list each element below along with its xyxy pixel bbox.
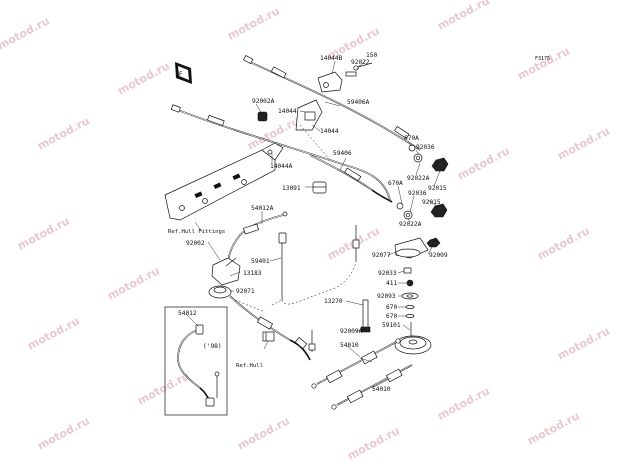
part-label-92009A[interactable]: 92009A <box>340 328 363 335</box>
part-label-13183[interactable]: 13183 <box>243 270 262 277</box>
figure-code: F3175 <box>535 56 550 62</box>
watermark: motod.ru <box>25 314 82 352</box>
watermark: motod.ru <box>15 214 72 252</box>
watermark: motod.ru <box>525 409 582 447</box>
pulley-59101[interactable] <box>394 322 432 355</box>
part-label-92022A[interactable]: 92022A <box>399 221 422 228</box>
watermark: motod.ru <box>135 369 192 407</box>
part-label-59406A[interactable]: 59406A <box>347 99 370 106</box>
watermark: motod.ru <box>225 4 282 42</box>
part-label-59101[interactable]: 59101 <box>382 322 401 329</box>
part-label-92033[interactable]: 92033 <box>378 270 397 277</box>
part-label-13270[interactable]: 13270 <box>324 298 343 305</box>
watermark: motod.ru <box>105 264 162 302</box>
part-label-670[interactable]: 670 <box>386 313 397 320</box>
part-label-411[interactable]: 411 <box>386 280 397 287</box>
cable-59406[interactable] <box>309 154 393 203</box>
part-label-14044A[interactable]: 14044A <box>270 163 293 170</box>
nut-washer-set-top[interactable] <box>408 144 449 172</box>
part-label-59401[interactable]: 59401 <box>251 258 270 265</box>
part-label-54010[interactable]: 54010 <box>372 386 391 393</box>
inset-54012-1998 <box>164 306 228 416</box>
washer-stack[interactable] <box>401 267 419 318</box>
part-label-54010[interactable]: 54010 <box>340 342 359 349</box>
part-label-92002[interactable]: 92002 <box>186 240 205 247</box>
cable-59406A[interactable] <box>243 54 421 151</box>
watermark: motod.ru <box>515 44 572 82</box>
part-label-54012A[interactable]: 54012A <box>251 205 274 212</box>
boat-front-arrow-icon: F <box>175 62 192 84</box>
cable-54010-lower[interactable] <box>331 364 413 410</box>
hull-block <box>262 331 275 342</box>
cable-upper-left[interactable] <box>170 104 391 201</box>
part-label-92036[interactable]: 92036 <box>408 190 427 197</box>
watermark: motod.ru <box>235 414 292 452</box>
watermark: motod.ru <box>35 414 92 452</box>
clamp-13091[interactable] <box>312 181 327 194</box>
part-label-92077[interactable]: 92077 <box>372 252 391 259</box>
part-label-92071[interactable]: 92071 <box>236 288 255 295</box>
ref-label-hull: Ref.Hull <box>236 363 263 369</box>
watermark: motod.ru <box>345 424 402 462</box>
watermark: motod.ru <box>555 324 612 362</box>
watermark-layer: motod.ru motod.ru motod.ru motod.ru moto… <box>0 0 612 463</box>
clip-92002A[interactable] <box>257 111 268 122</box>
hull-fittings-plate[interactable] <box>164 142 284 221</box>
nut-92009[interactable] <box>426 237 441 248</box>
cable-59401[interactable] <box>278 225 360 305</box>
watermark: motod.ru <box>435 384 492 422</box>
part-label-54012[interactable]: 54012 <box>178 310 197 317</box>
part-label-13091[interactable]: 13091 <box>282 185 301 192</box>
bolt-13270[interactable] <box>360 299 371 333</box>
part-label-670[interactable]: 670 <box>386 304 397 311</box>
part-label-670A[interactable]: 670A <box>404 135 419 142</box>
part-label-92036[interactable]: 92036 <box>416 144 435 151</box>
watermark: motod.ru <box>535 224 592 262</box>
part-label-92015[interactable]: 92015 <box>422 199 441 206</box>
cable-54012A[interactable] <box>227 211 288 266</box>
part-label-92009[interactable]: 92009 <box>429 252 448 259</box>
part-label-92022A[interactable]: 92022A <box>407 175 430 182</box>
cap-92077[interactable] <box>394 237 429 259</box>
ref-label-hull-fittings: Ref.Hull Fittings <box>168 229 225 235</box>
watermark: motod.ru <box>35 114 92 152</box>
part-label-14044[interactable]: 14044 <box>320 128 339 135</box>
part-label-150[interactable]: 150 <box>366 52 377 59</box>
part-label-92002A[interactable]: 92002A <box>252 98 275 105</box>
watermark: motod.ru <box>0 14 52 52</box>
watermark: motod.ru <box>555 124 612 162</box>
part-label-92093[interactable]: 92093 <box>377 293 396 300</box>
bracket-14044[interactable] <box>295 99 323 131</box>
throttle-lever-92002[interactable] <box>208 257 241 299</box>
bracket-14044B[interactable] <box>317 71 357 93</box>
watermark: motod.ru <box>115 59 172 97</box>
leader-lines <box>185 59 441 389</box>
part-label-670A[interactable]: 670A <box>388 180 403 187</box>
part-label-98: ('98) <box>203 343 222 350</box>
watermark: motod.ru <box>435 0 492 33</box>
part-label-14044[interactable]: 14044 <box>278 108 297 115</box>
part-label-14044B[interactable]: 14044B <box>320 55 343 62</box>
part-label-92022[interactable]: 92022 <box>351 59 370 66</box>
part-label-92015[interactable]: 92015 <box>428 185 447 192</box>
cable-steering-center[interactable] <box>229 295 316 361</box>
bolt-150[interactable] <box>353 62 373 71</box>
cable-54010-upper[interactable] <box>311 338 401 389</box>
watermark: motod.ru <box>455 144 512 182</box>
part-label-59406[interactable]: 59406 <box>333 150 352 157</box>
svg-text:F: F <box>179 71 183 78</box>
